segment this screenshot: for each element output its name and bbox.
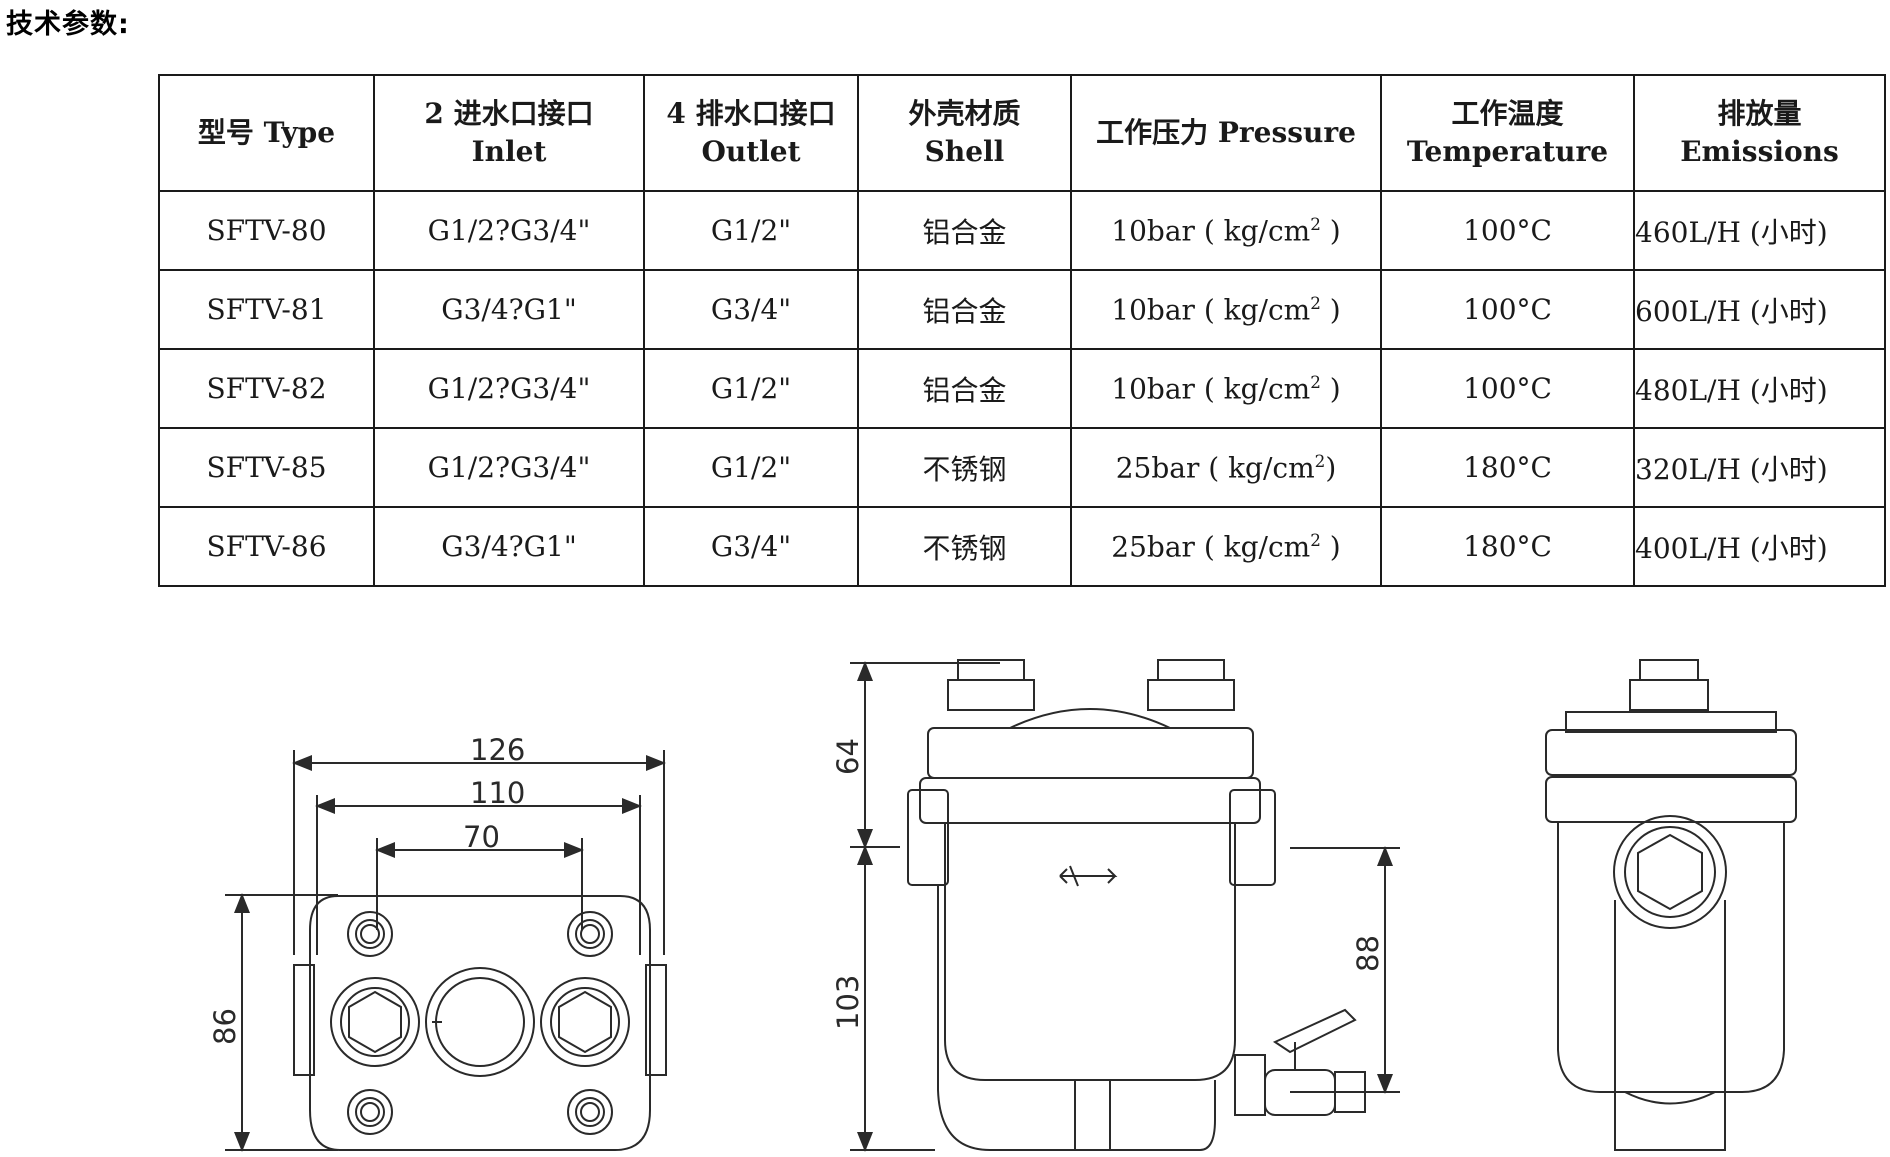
dim-label-port-spacing: 70 [463, 820, 500, 854]
cell-temperature: 180°C [1380, 506, 1635, 587]
cell-temperature: 100°C [1380, 269, 1635, 350]
cell-outlet: G1/2" [643, 427, 859, 508]
cell-shell: 不锈钢 [857, 427, 1072, 508]
cell-outlet: G1/2" [643, 190, 859, 271]
cell-inlet: G3/4?G1" [373, 269, 645, 350]
cell-model: SFTV-86 [158, 506, 375, 587]
cell-temperature: 180°C [1380, 427, 1635, 508]
cell-pressure: 10bar ( kg/cm2 ) [1070, 269, 1382, 350]
cell-model: SFTV-81 [158, 269, 375, 350]
cell-shell: 不锈钢 [857, 506, 1072, 587]
cell-inlet: G1/2?G3/4" [373, 190, 645, 271]
cell-inlet: G1/2?G3/4" [373, 427, 645, 508]
cell-pressure: 25bar ( kg/cm2) [1070, 427, 1382, 508]
cell-emissions: 480L/H (小时) [1633, 348, 1886, 429]
cell-inlet: G3/4?G1" [373, 506, 645, 587]
header-pressure: 工作压力 Pressure [1070, 74, 1382, 192]
cell-outlet: G3/4" [643, 269, 859, 350]
header-type: 型号 Type [158, 74, 375, 192]
table-row: SFTV-81 G3/4?G1" G3/4" 铝合金 10bar ( kg/cm… [158, 269, 1886, 350]
cell-pressure: 25bar ( kg/cm2 ) [1070, 506, 1382, 587]
cell-shell: 铝合金 [857, 269, 1072, 350]
dim-label-outlet-height: 88 [1351, 935, 1385, 972]
cell-emissions: 400L/H (小时) [1633, 506, 1886, 587]
dim-label-lower-height: 103 [831, 975, 865, 1030]
cell-inlet: G1/2?G3/4" [373, 348, 645, 429]
cell-temperature: 100°C [1380, 348, 1635, 429]
cell-model: SFTV-80 [158, 190, 375, 271]
side-view-drawing [850, 659, 1400, 1152]
dim-label-height: 86 [208, 1008, 242, 1045]
table-row: SFTV-80 G1/2?G3/4" G1/2" 铝合金 10bar ( kg/… [158, 190, 1886, 271]
end-view-drawing [1545, 659, 1797, 1151]
dim-label-bolt-spacing: 110 [470, 776, 525, 810]
section-heading: 技术参数: [6, 9, 130, 40]
dim-label-upper-height: 64 [831, 738, 865, 775]
cell-temperature: 100°C [1380, 190, 1635, 271]
cell-pressure: 10bar ( kg/cm2 ) [1070, 348, 1382, 429]
cell-emissions: 460L/H (小时) [1633, 190, 1886, 271]
technical-drawings: 126 110 70 86 64 103 88 [208, 659, 1797, 1152]
cell-outlet: G3/4" [643, 506, 859, 587]
cell-model: SFTV-82 [158, 348, 375, 429]
dim-label-total-width: 126 [470, 733, 525, 767]
table-row: SFTV-86 G3/4?G1" G3/4" 不锈钢 25bar ( kg/cm… [158, 506, 1886, 587]
top-view-drawing [225, 750, 667, 1152]
cell-emissions: 320L/H (小时) [1633, 427, 1886, 508]
cell-emissions: 600L/H (小时) [1633, 269, 1886, 350]
table-row: SFTV-82 G1/2?G3/4" G1/2" 铝合金 10bar ( kg/… [158, 348, 1886, 429]
cell-model: SFTV-85 [158, 427, 375, 508]
cell-outlet: G1/2" [643, 348, 859, 429]
table-row: SFTV-85 G1/2?G3/4" G1/2" 不锈钢 25bar ( kg/… [158, 427, 1886, 508]
cell-pressure: 10bar ( kg/cm2 ) [1070, 190, 1382, 271]
cell-shell: 铝合金 [857, 190, 1072, 271]
cell-shell: 铝合金 [857, 348, 1072, 429]
